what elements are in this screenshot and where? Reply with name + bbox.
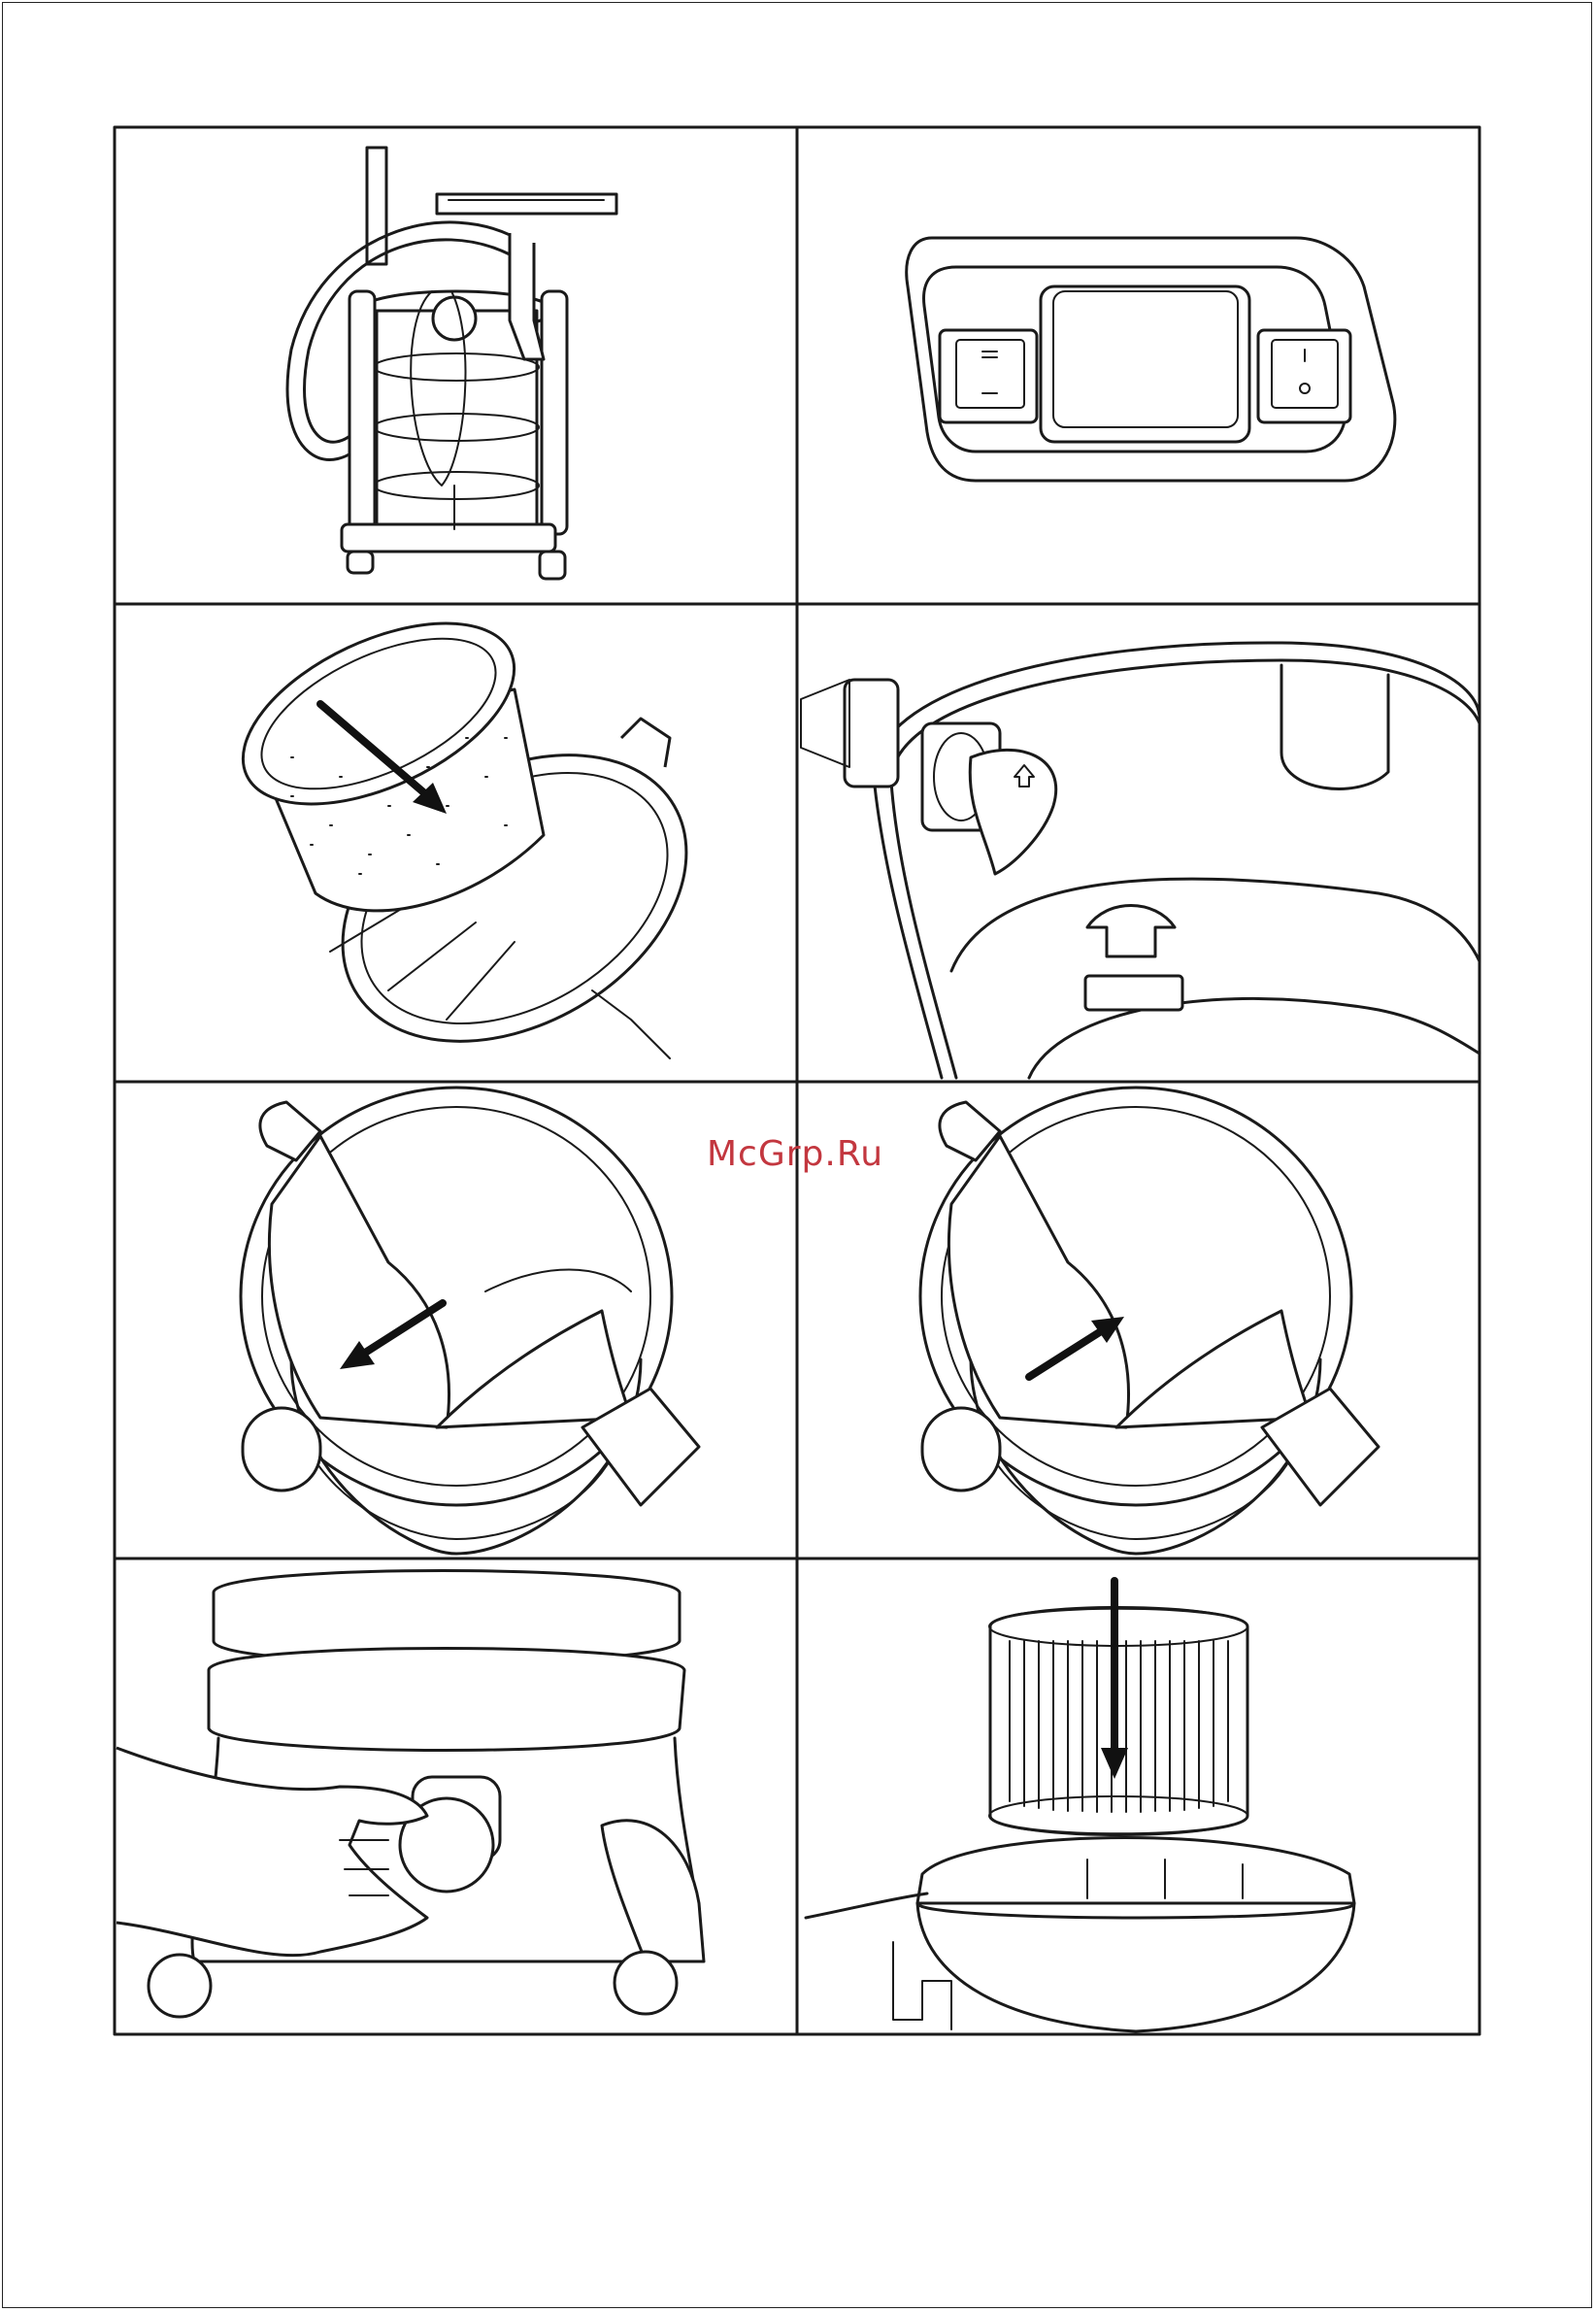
inlet-flap-icon bbox=[801, 643, 1480, 1078]
dust-bag-insert-icon bbox=[920, 1088, 1379, 1554]
cartridge-filter-install-icon bbox=[806, 1581, 1354, 2031]
vacuum-cleaner-overview-icon bbox=[287, 148, 616, 579]
hose-connect-hand-icon bbox=[116, 1571, 704, 2018]
watermark-text: McGrp.Ru bbox=[707, 1134, 883, 1174]
foam-filter-install-icon bbox=[216, 586, 737, 1100]
switch-panel-icon bbox=[907, 238, 1395, 481]
dust-bag-remove-icon bbox=[241, 1088, 699, 1554]
